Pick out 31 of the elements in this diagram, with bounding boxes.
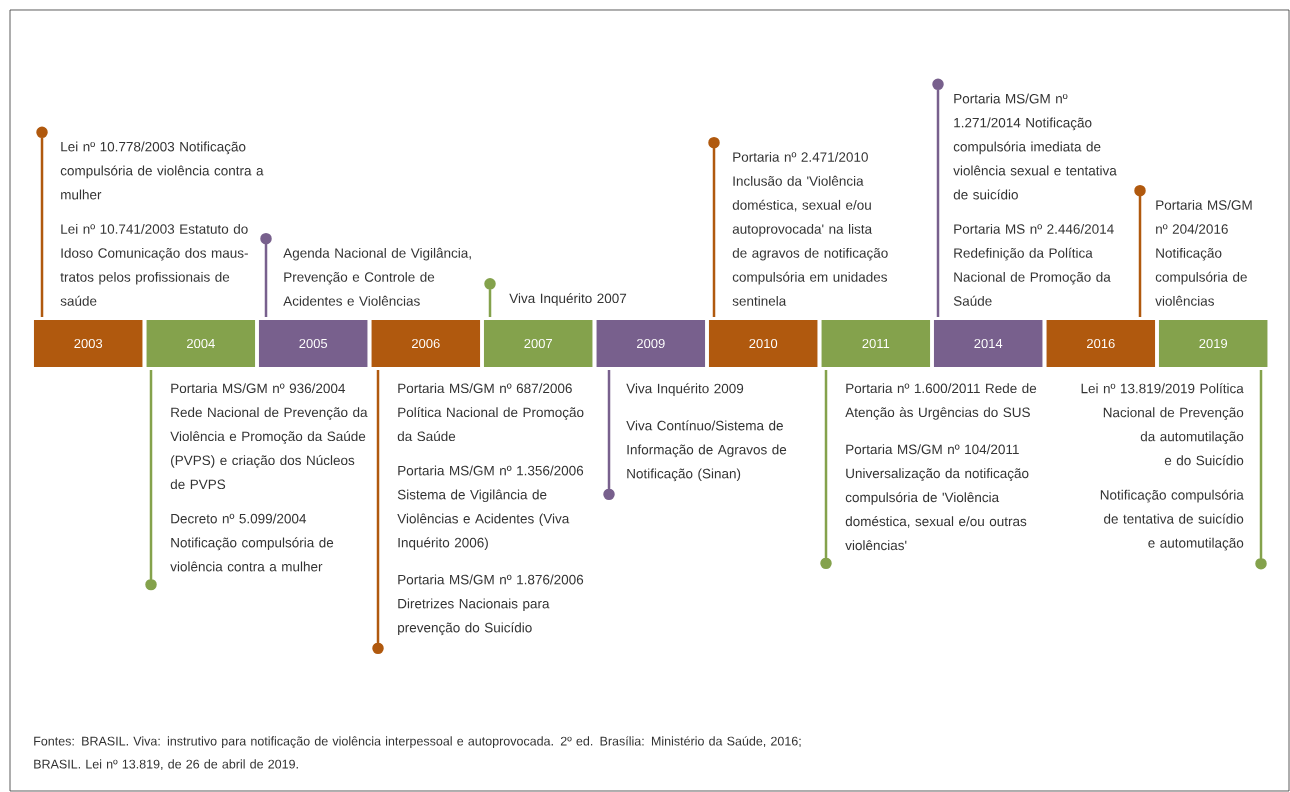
event-text: Portaria MS nº 2.446/2014 Redefinição da Política Nacional de Promoção da Saúde [953, 223, 1114, 306]
year-box: 2003 [33, 320, 143, 367]
year-box: 2011 [821, 320, 931, 367]
event-text: Portaria MS/GM nº 687/2006 Política Nacional de Promoção da Saúde [397, 383, 584, 442]
event-text: Lei nº 10.778/2003 Notificação compulsória de violência contra a mulher [60, 141, 264, 200]
event-text: Lei nº 13.819/2019 Política Nacional de Prevenção da automutilação e do Suicídio [1081, 383, 1244, 466]
event-text: Portaria MS/GM nº 1.876/2006 Diretrizes Nacionais para prevenção do Suicídio [398, 574, 584, 636]
event-text: Portaria MS/GM nº 204/2016 Notificação compulsória de violências [1155, 199, 1252, 306]
source-note: Fontes: BRASIL. Viva: instrutivo para notificação de violência interpessoal e autoprovocada. 2º ed. Brasília: Ministério da Saúde, 2016; BRASIL. Lei nº 13.819, de 26 de abril de 2019. [34, 736, 801, 770]
event-text: Decreto nº 5.099/2004 Notificação compulsória de violência contra a mulher [170, 513, 334, 572]
year-box: 2016 [1046, 320, 1156, 367]
year-box: 2007 [483, 320, 593, 367]
event-text: Portaria nº 2.471/2010 Inclusão da 'Violência doméstica, sexual e/ou autoprovocada' na lista de agravos de notificação compulsória em unidades sentinela [732, 151, 888, 306]
year-box: 2014 [933, 320, 1043, 367]
year-box: 2005 [258, 320, 368, 367]
event-text: Viva Inquérito 2009 [626, 383, 744, 396]
event-text: Viva Contínuo/Sistema de Informação de Agravos de Notificação (Sinan) [626, 420, 787, 482]
year-box: 2006 [371, 320, 481, 367]
event-text: Agenda Nacional de Vigilância, Prevenção e Controle de Acidentes e Violências [283, 247, 471, 306]
event-text: Portaria MS/GM nº 104/2011 Universalização da notificação compulsória de 'Violência doméstica, sexual e/ou outras violências' [845, 444, 1029, 551]
year-box: 2004 [146, 320, 256, 367]
event-text: Viva Inquérito 2007 [509, 293, 627, 306]
event-text: Portaria MS/GM nº 936/2004 Rede Nacional de Prevenção da Violência e Promoção da Saúde (PVPS) e criação dos Núcleos de PVPS [170, 383, 368, 490]
year-box: 2010 [708, 320, 818, 367]
year-box: 2019 [1158, 320, 1268, 367]
event-text: Lei nº 10.741/2003 Estatuto do Idoso Comunicação dos maus-tratos pelos profissionais de saúde [60, 223, 248, 306]
year-box: 2009 [596, 320, 706, 367]
event-text: Portaria nº 1.600/2011 Rede de Atenção às Urgências do SUS [845, 383, 1037, 420]
event-text: Portaria MS/GM nº 1.271/2014 Notificação compulsória imediata de violência sexual e tentativa de suicídio [953, 93, 1117, 200]
event-text: Notificação compulsória de tentativa de suicídio e automutilação [1100, 489, 1244, 551]
event-text: Portaria MS/GM nº 1.356/2006 Sistema de Vigilância de Violências e Acidentes (Viva Inquérito 2006) [397, 465, 584, 551]
